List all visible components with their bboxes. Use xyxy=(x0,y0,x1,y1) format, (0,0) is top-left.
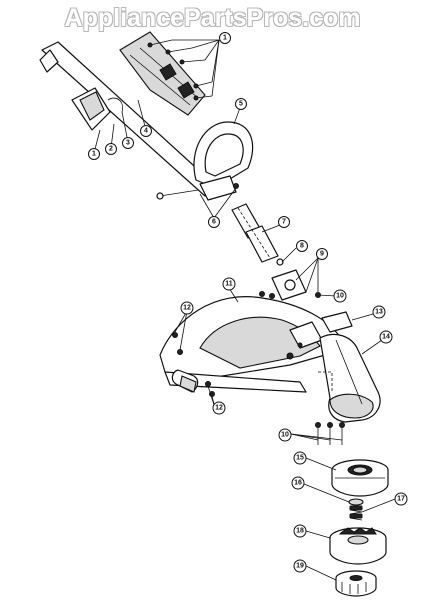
callout-label: 4 xyxy=(144,128,148,135)
callout-label: 3 xyxy=(126,140,130,147)
loop-handle xyxy=(156,121,254,201)
callout-label: 14 xyxy=(382,334,390,341)
callout-label: 10 xyxy=(281,432,289,439)
debris-guard xyxy=(159,296,343,393)
screws-top xyxy=(147,39,213,101)
hub-assembly xyxy=(331,459,389,497)
callout-label: 17 xyxy=(397,496,405,503)
callout-16: 16 xyxy=(291,476,305,490)
callout-label: 6 xyxy=(212,219,216,226)
callout-label: 1 xyxy=(92,151,96,158)
guard-bracket xyxy=(171,332,215,397)
callout-5: 5 xyxy=(235,98,247,110)
lower-shaft xyxy=(231,203,284,266)
leader-lines xyxy=(93,39,396,581)
callout-label: 19 xyxy=(296,563,304,570)
callout-10-lower: 10 xyxy=(278,428,292,442)
callout-2: 2 xyxy=(105,143,117,155)
trimmer-spool xyxy=(329,527,387,565)
callout-label: 12 xyxy=(183,305,191,312)
callout-12-upper: 12 xyxy=(180,301,194,315)
callout-18: 18 xyxy=(293,524,307,538)
callout-label: 12 xyxy=(215,405,223,412)
callout-8: 8 xyxy=(296,240,308,252)
callout-label: 15 xyxy=(296,455,304,462)
shaft-clamp xyxy=(259,269,321,301)
callout-14: 14 xyxy=(379,330,393,344)
callout-label: 11 xyxy=(225,281,233,288)
upper-shaft xyxy=(39,31,216,197)
callout-label: 9 xyxy=(320,251,324,258)
callout-4: 4 xyxy=(140,125,152,137)
callout-label: 13 xyxy=(375,309,383,316)
callout-label: 7 xyxy=(282,219,286,226)
callout-1-top: 1 xyxy=(219,32,231,44)
callout-10-upper: 10 xyxy=(333,289,347,303)
callout-label: 16 xyxy=(294,480,302,487)
callout-19: 19 xyxy=(293,559,307,573)
callout-label: 5 xyxy=(239,101,243,108)
screws-lower xyxy=(315,422,345,445)
callout-label: 2 xyxy=(109,146,113,153)
spring-washer xyxy=(348,498,364,521)
callout-13: 13 xyxy=(372,305,386,319)
throttle-housing xyxy=(71,87,123,131)
callout-12-lower: 12 xyxy=(212,401,226,415)
callout-label: 18 xyxy=(296,528,304,535)
callout-15: 15 xyxy=(293,451,307,465)
callout-label: 1 xyxy=(223,35,227,42)
callout-1-left: 1 xyxy=(88,148,100,160)
callout-11: 11 xyxy=(222,277,236,291)
callout-6: 6 xyxy=(208,216,220,228)
gearhead-housing xyxy=(318,311,381,423)
callout-label: 8 xyxy=(300,243,304,250)
callout-9: 9 xyxy=(316,248,328,260)
bump-knob xyxy=(335,570,377,597)
callout-7: 7 xyxy=(278,216,290,228)
callout-17: 17 xyxy=(394,492,408,506)
callout-label: 10 xyxy=(336,293,344,300)
watermark: AppliancePartsPros.com xyxy=(64,4,361,32)
callout-3: 3 xyxy=(122,137,134,149)
